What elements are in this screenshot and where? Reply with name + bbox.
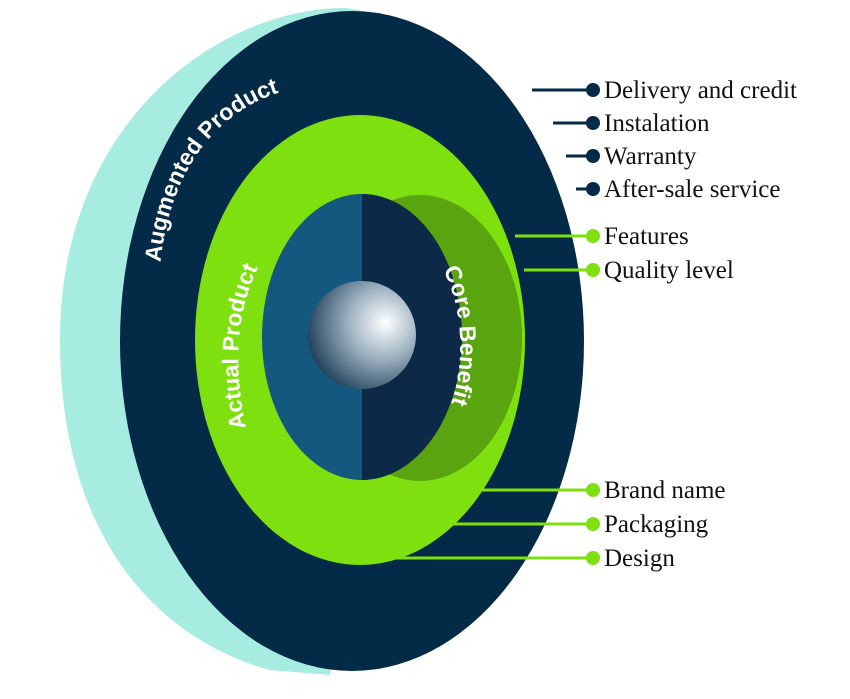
- callout-label: Brand name: [604, 477, 725, 504]
- callout-label: Instalation: [604, 110, 710, 137]
- callout-dot: [586, 229, 600, 243]
- callout-instalation: Instalation: [553, 110, 710, 137]
- callout-features: Features: [515, 223, 689, 250]
- callout-label: Quality level: [604, 257, 734, 284]
- callout-design: Design: [350, 545, 675, 572]
- callout-warranty: Warranty: [566, 143, 697, 170]
- callout-after-sale-service: After-sale service: [576, 176, 780, 203]
- callout-dot: [586, 483, 600, 497]
- callout-label: Packaging: [604, 511, 709, 538]
- callout-label: After-sale service: [604, 176, 780, 203]
- callout-packaging: Packaging: [425, 511, 709, 538]
- core-sphere: [308, 281, 416, 389]
- callout-label: Warranty: [604, 143, 697, 170]
- callout-delivery-and-credit: Delivery and credit: [532, 77, 797, 104]
- callout-dot: [586, 551, 600, 565]
- callout-label: Design: [604, 545, 675, 572]
- callout-dot: [586, 149, 600, 163]
- callout-brand-name: Brand name: [460, 477, 725, 504]
- callout-dot: [586, 263, 600, 277]
- callout-dot: [586, 83, 600, 97]
- callout-label: Features: [604, 223, 689, 250]
- callout-dot: [586, 116, 600, 130]
- callout-label: Delivery and credit: [604, 77, 797, 104]
- callout-dot: [586, 517, 600, 531]
- callout-quality-level: Quality level: [524, 257, 734, 284]
- callout-dot: [586, 182, 600, 196]
